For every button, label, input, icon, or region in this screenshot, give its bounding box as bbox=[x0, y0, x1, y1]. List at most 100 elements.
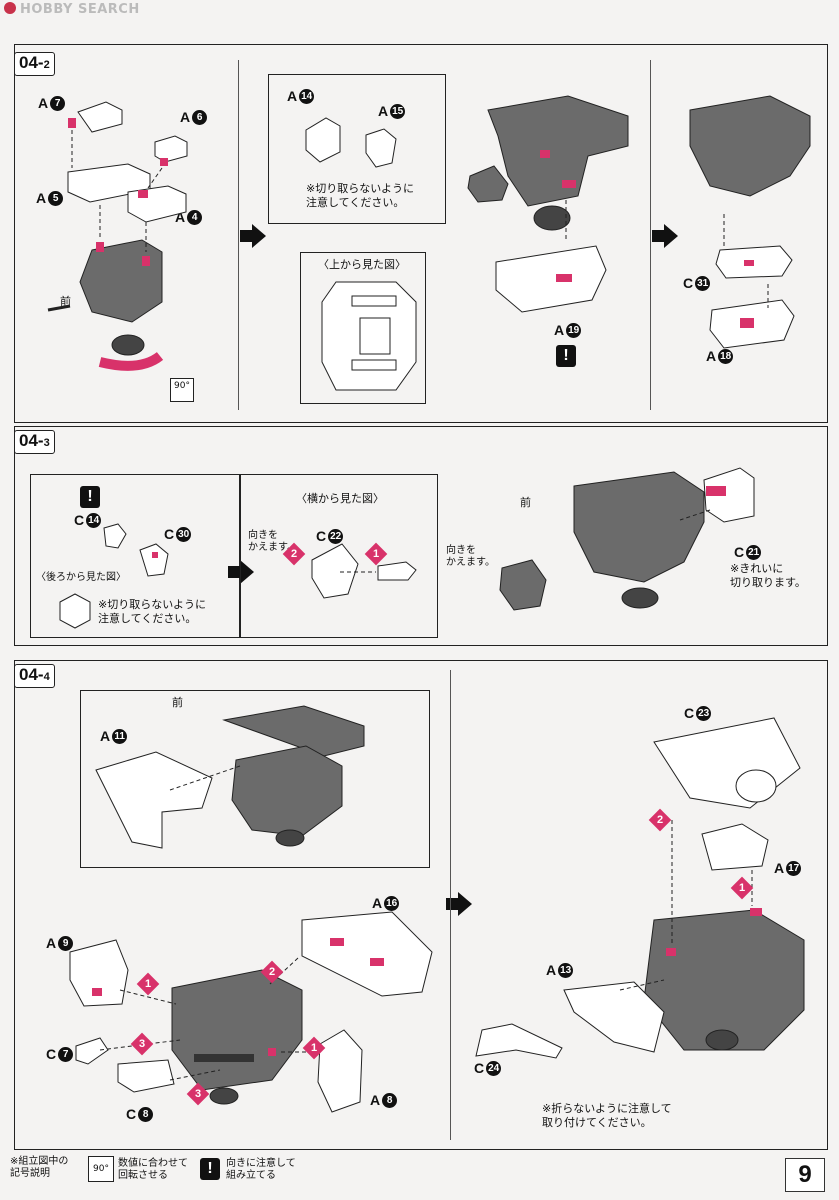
part-c24-shape bbox=[475, 1023, 563, 1059]
side-view-box bbox=[240, 474, 438, 638]
watermark-logo: HOBBY SEARCH bbox=[4, 2, 140, 17]
part-number: 30 bbox=[176, 526, 192, 542]
part-number: 9 bbox=[58, 935, 74, 951]
warning-icon: ! bbox=[200, 1158, 220, 1180]
detail-box bbox=[30, 474, 240, 638]
part-a19-shape bbox=[495, 245, 607, 313]
part-number: 19 bbox=[566, 322, 582, 338]
part-number: 13 bbox=[558, 962, 574, 978]
part-number: 22 bbox=[328, 528, 344, 544]
part-c8-shape bbox=[117, 1059, 175, 1093]
legend-title: ※組立図中の 記号説明 bbox=[10, 1156, 69, 1179]
part-a11-shape bbox=[95, 751, 213, 849]
divider bbox=[650, 60, 651, 410]
part-number: 4 bbox=[187, 209, 203, 225]
turn-note: 向きを かえます。 bbox=[446, 545, 495, 568]
head-block-shape bbox=[499, 559, 547, 611]
part-number: 5 bbox=[48, 190, 64, 206]
page-number: 9 bbox=[785, 1158, 825, 1192]
part-a9-shape bbox=[69, 939, 129, 1007]
part-a8-shape bbox=[317, 1029, 363, 1113]
section-04-3-label: 04-3 bbox=[14, 430, 55, 454]
part-number: 18 bbox=[718, 348, 734, 364]
turn-note: 向きを かえます。 bbox=[248, 530, 297, 553]
top-view-shape bbox=[321, 281, 417, 391]
part-c31-shape bbox=[715, 245, 793, 279]
part-number: 6 bbox=[192, 109, 208, 125]
next-step-arrow-icon bbox=[446, 892, 472, 916]
part-number: 8 bbox=[382, 1092, 398, 1108]
top-view-label: 〈上から見た図〉 bbox=[318, 258, 406, 271]
part-number: 14 bbox=[86, 512, 102, 528]
part-a17-shape bbox=[701, 823, 769, 871]
front-label: 前 bbox=[520, 496, 531, 509]
part-number: 21 bbox=[746, 544, 762, 560]
front-label: 前 bbox=[172, 696, 183, 709]
legend-warn-text: 向きに注意して 組み立てる bbox=[226, 1158, 296, 1181]
part-c7-shape bbox=[75, 1037, 109, 1065]
part-c21-shape bbox=[703, 467, 755, 523]
part-c23-shape bbox=[653, 717, 801, 809]
rotate-90-icon: 90° bbox=[170, 378, 194, 402]
divider bbox=[238, 60, 239, 410]
part-number: 15 bbox=[390, 103, 406, 119]
part-number: 14 bbox=[299, 88, 315, 104]
section-04-2-label: 04-2 bbox=[14, 52, 55, 76]
part-number: 7 bbox=[58, 1046, 74, 1062]
hobby-search-icon bbox=[4, 2, 16, 14]
warning-icon: ! bbox=[80, 486, 100, 508]
part-number: 31 bbox=[695, 275, 711, 291]
torso-frame-shape bbox=[467, 95, 629, 231]
part-number: 17 bbox=[786, 860, 802, 876]
rotate-90-icon: 90° bbox=[88, 1156, 114, 1182]
side-view-label: 〈横から見た図〉 bbox=[296, 492, 384, 505]
part-number: 8 bbox=[138, 1106, 154, 1122]
next-step-arrow-icon bbox=[652, 224, 678, 248]
section-04-2-frame bbox=[14, 44, 828, 423]
legend-rotate-text: 数値に合わせて 回転させる bbox=[118, 1158, 188, 1181]
part-c30-shape bbox=[139, 543, 169, 577]
watermark-bar: HOBBY SEARCH bbox=[0, 0, 839, 22]
part-number: 16 bbox=[384, 895, 400, 911]
divider bbox=[450, 670, 451, 1140]
part-number: 24 bbox=[486, 1060, 502, 1076]
cut-note: ※切り取らないように 注意してください。 bbox=[306, 182, 414, 209]
part-a15-shape bbox=[365, 128, 397, 168]
clean-cut-note: ※きれいに 切り取ります。 bbox=[730, 562, 806, 589]
warning-icon: ! bbox=[556, 345, 576, 367]
section-04-4-frame bbox=[14, 660, 828, 1150]
part-a6-shape bbox=[154, 135, 188, 166]
part-c14-shape bbox=[103, 523, 127, 549]
back-view-hex-shape bbox=[59, 593, 91, 629]
detail-box bbox=[80, 690, 430, 868]
front-label: 前 bbox=[60, 295, 71, 308]
section-04-3-frame bbox=[14, 426, 828, 646]
part-a13-shape bbox=[563, 981, 665, 1053]
torso-frame-shape bbox=[222, 705, 365, 847]
part-a4-shape bbox=[127, 185, 187, 223]
torso-assembly-shape bbox=[573, 471, 705, 609]
part-number: 11 bbox=[112, 728, 128, 744]
part-a7-shape bbox=[68, 101, 123, 133]
section-04-4-label: 04-4 bbox=[14, 664, 55, 688]
part-a16-shape bbox=[301, 911, 433, 997]
